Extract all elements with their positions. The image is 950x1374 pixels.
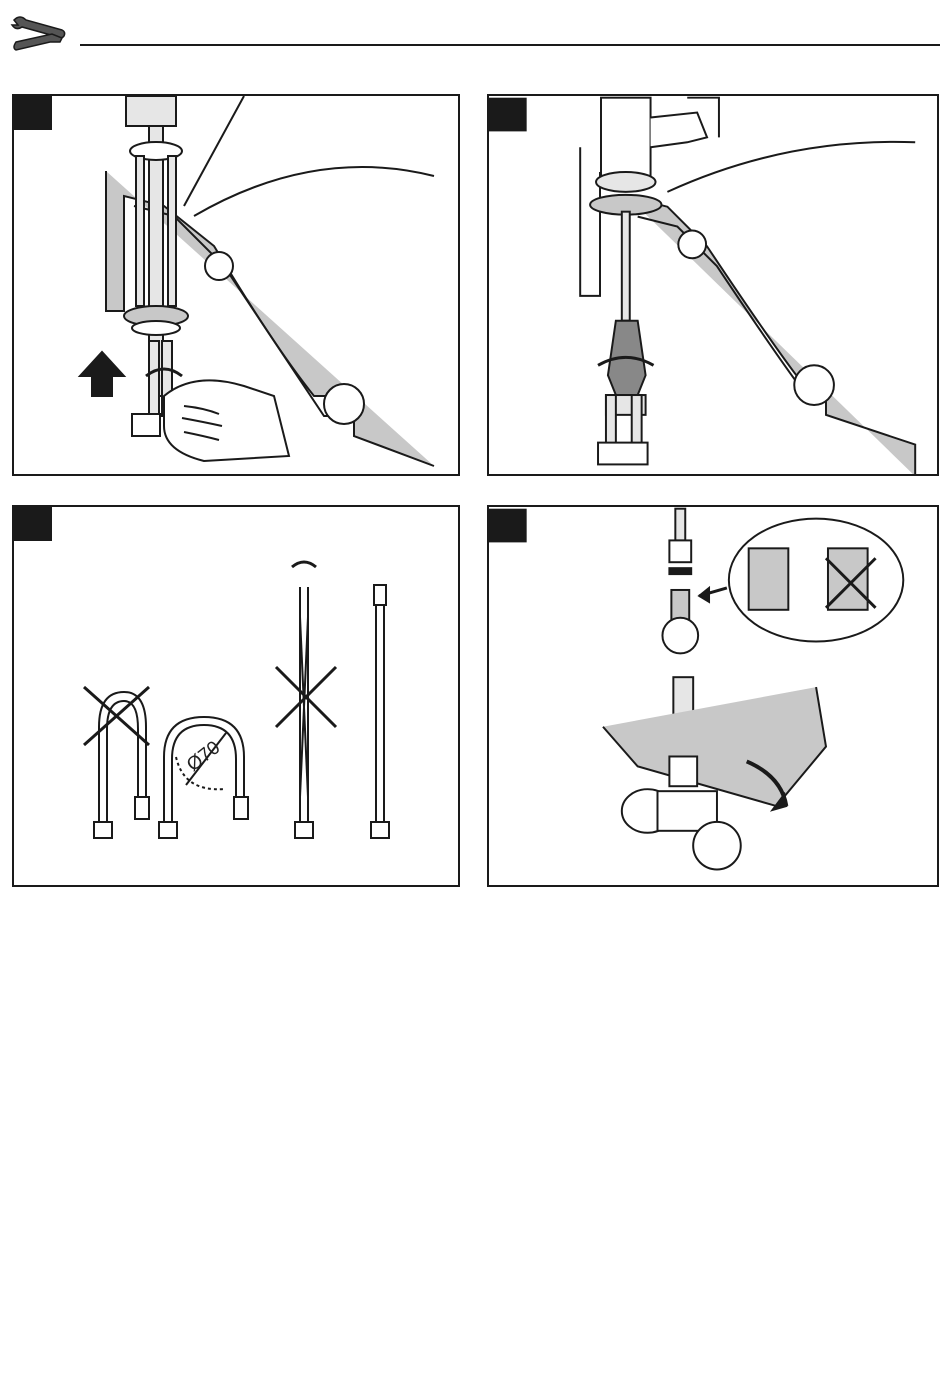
- step-panel-2: [487, 94, 939, 476]
- illustration-remove-hose: [14, 96, 460, 476]
- step-panel-3: Ø70: [12, 505, 460, 887]
- illustration-valve-wrench: [489, 507, 937, 887]
- step-panel-4: [487, 505, 939, 887]
- wrench-screwdriver-icon: [10, 12, 70, 52]
- step-panel-1: [12, 94, 460, 476]
- step-tab-3: [14, 507, 52, 541]
- step-tab-2: [489, 98, 527, 132]
- illustration-hose-bend: Ø70: [14, 507, 460, 887]
- illustration-screwdriver: [489, 96, 937, 476]
- step-tab-4: [489, 509, 527, 543]
- step-tab-1: [14, 96, 52, 130]
- header-rule: [80, 44, 940, 46]
